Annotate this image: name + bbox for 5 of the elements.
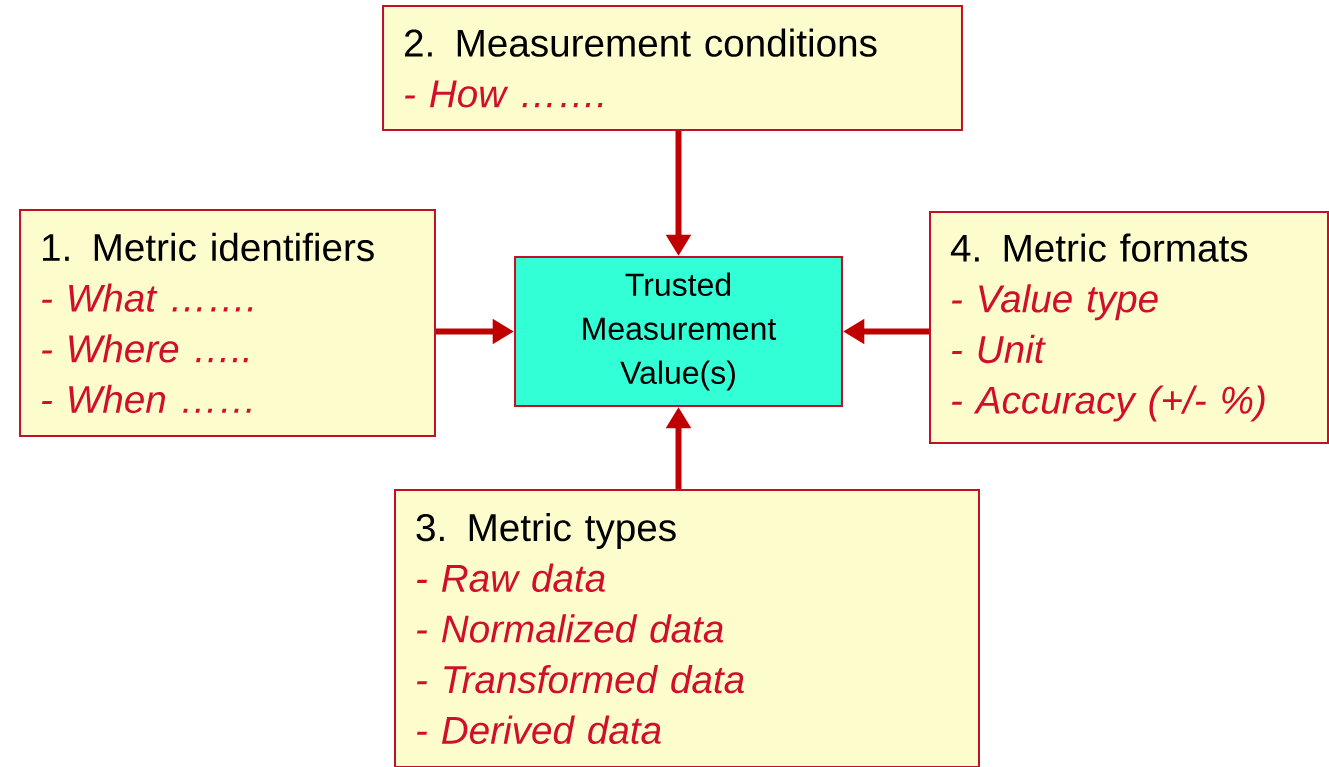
center-box: Trusted Measurement Value(s)	[514, 255, 843, 408]
text-box: 1. Metric identifiers - What ……. - Where ….. - When ……	[19, 209, 436, 437]
text-box: 2. Measurement conditions - How …….	[382, 5, 963, 131]
text-box: 3. Metric types - Raw data - Normalized data - Transformed data - Derived data	[394, 488, 980, 767]
text-box: 4. Metric formats - Value type - Unit - Accuracy (+/- %)	[929, 211, 1329, 444]
